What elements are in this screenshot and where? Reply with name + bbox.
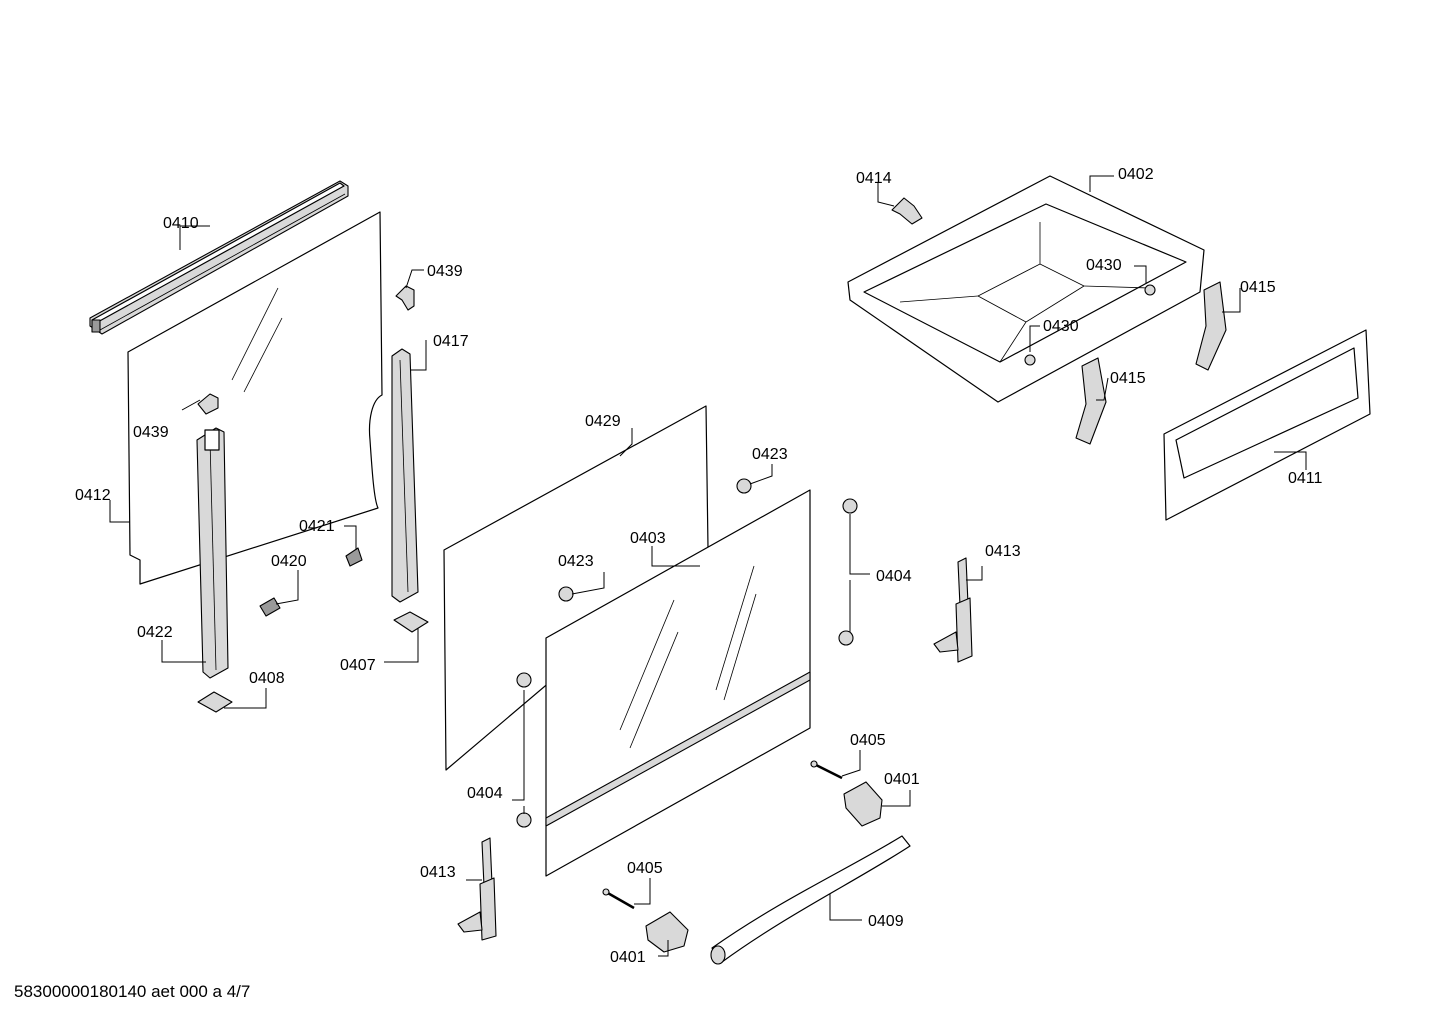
label-0430-bottom: 0430 bbox=[1043, 318, 1079, 335]
label-0415-right: 0415 bbox=[1240, 279, 1276, 296]
label-0410: 0410 bbox=[163, 215, 199, 232]
part-0407-hinge-foot bbox=[393, 611, 429, 633]
label-0439-top: 0439 bbox=[427, 263, 463, 280]
part-0403-front-door bbox=[545, 489, 811, 877]
label-0405-left: 0405 bbox=[627, 860, 663, 877]
label-0403: 0403 bbox=[630, 530, 666, 547]
label-0413-left: 0413 bbox=[420, 864, 456, 881]
label-0404-left: 0404 bbox=[467, 785, 503, 802]
label-0430-top: 0430 bbox=[1086, 257, 1122, 274]
part-0414-clip bbox=[891, 197, 923, 225]
part-0413-hinge-right bbox=[933, 557, 973, 663]
label-0420: 0420 bbox=[271, 553, 307, 570]
label-0417: 0417 bbox=[433, 333, 469, 350]
label-0408: 0408 bbox=[249, 670, 285, 687]
part-0423-bumper-b bbox=[558, 586, 574, 602]
label-0439-left: 0439 bbox=[133, 424, 169, 441]
label-0422: 0422 bbox=[137, 624, 173, 641]
part-0404-bumper-d bbox=[516, 812, 532, 828]
part-labels: 0410 0439 0439 0417 0412 0421 0420 0422 … bbox=[75, 166, 1323, 966]
part-0415-runner-left bbox=[1075, 357, 1107, 445]
label-0402: 0402 bbox=[1118, 166, 1154, 183]
label-0412: 0412 bbox=[75, 487, 111, 504]
part-0422-left-rail bbox=[196, 427, 229, 679]
part-0409-handle-bar bbox=[710, 835, 911, 965]
part-0402-tray bbox=[847, 175, 1205, 403]
label-0401-right: 0401 bbox=[884, 771, 920, 788]
part-0412-rear-panel bbox=[127, 211, 383, 585]
part-0404-bumper-c bbox=[516, 672, 532, 688]
label-0407: 0407 bbox=[340, 657, 376, 674]
part-0439-clip-top bbox=[395, 285, 415, 311]
part-0417-right-rail bbox=[391, 348, 419, 603]
leader-lines bbox=[109, 175, 1307, 957]
label-0405-right: 0405 bbox=[850, 732, 886, 749]
label-0423-top: 0423 bbox=[752, 446, 788, 463]
part-0405-screw-right bbox=[810, 760, 843, 780]
part-0408-hinge-foot bbox=[197, 691, 233, 713]
label-0421: 0421 bbox=[299, 518, 335, 535]
part-0401-endcap-right bbox=[843, 781, 883, 827]
part-0415-runner-right bbox=[1195, 281, 1227, 371]
part-0411-window-frame bbox=[1163, 329, 1371, 521]
part-0439-clip-left bbox=[197, 393, 219, 415]
label-0429: 0429 bbox=[585, 413, 621, 430]
label-0423-mid: 0423 bbox=[558, 553, 594, 570]
label-0404-right: 0404 bbox=[876, 568, 912, 585]
part-0410-top-trim bbox=[89, 180, 349, 335]
part-0405-screw-left bbox=[602, 888, 635, 910]
label-0415-left: 0415 bbox=[1110, 370, 1146, 387]
label-0411: 0411 bbox=[1288, 470, 1323, 487]
part-0420-bracket bbox=[259, 597, 281, 617]
label-0413-right: 0413 bbox=[985, 543, 1021, 560]
part-0423-bumper-a bbox=[736, 478, 752, 494]
label-0401-left: 0401 bbox=[610, 949, 646, 966]
part-0404-bumper-a bbox=[842, 498, 858, 514]
part-0401-endcap-left bbox=[645, 911, 689, 953]
label-0409: 0409 bbox=[868, 913, 904, 930]
label-0414: 0414 bbox=[856, 170, 892, 187]
part-0421-bracket bbox=[345, 547, 363, 567]
document-code: 58300000180140 aet 000 a 4/7 bbox=[14, 982, 250, 1001]
part-0413-hinge-left bbox=[457, 837, 497, 941]
part-0404-bumper-b bbox=[838, 630, 854, 646]
